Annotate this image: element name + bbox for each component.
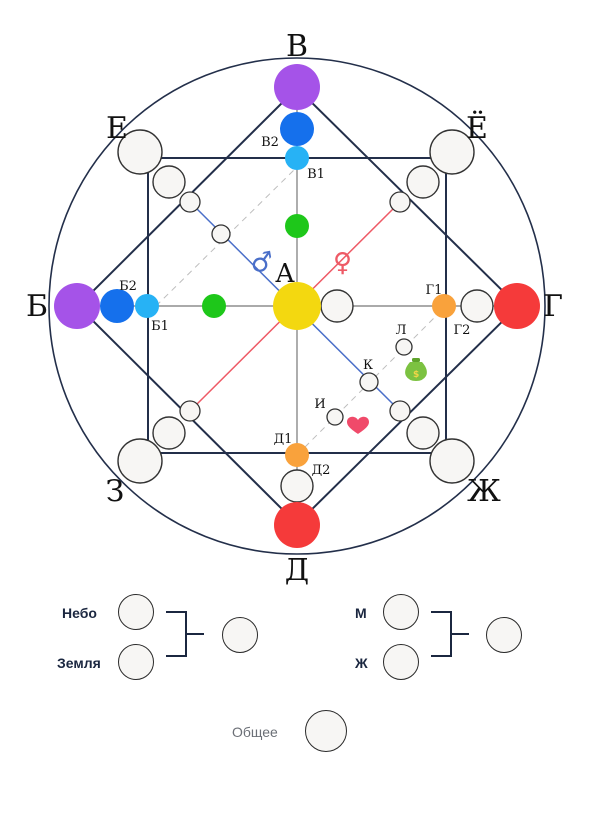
legend-f-circle <box>383 644 419 680</box>
label-yo: Ё <box>466 110 488 146</box>
circle-e <box>117 129 163 175</box>
label-b: Б <box>26 289 48 324</box>
point-v2-blue <box>280 112 314 146</box>
label-z: З <box>106 474 125 509</box>
male-symbol: ♂ <box>248 246 276 280</box>
point-left-green <box>202 294 226 318</box>
label-b1: Б1 <box>151 319 169 334</box>
circle-zh <box>429 438 475 484</box>
circle-right-of-center <box>320 289 354 323</box>
legend-bracket-right <box>431 611 469 657</box>
legend-sky-earth-result <box>222 617 258 653</box>
point-g1-orange <box>432 294 456 318</box>
point-b1-lightblue <box>135 294 159 318</box>
heart-icon <box>347 416 369 434</box>
label-g: Г <box>543 289 563 324</box>
legend-m-label: М <box>355 605 367 621</box>
label-d1: Д1 <box>274 432 293 447</box>
label-v2: В2 <box>261 135 279 150</box>
label-center: А <box>275 259 295 289</box>
circle-diag-bl <box>179 400 201 422</box>
circle-e-inner <box>152 165 186 199</box>
money-bag-icon: $ <box>405 358 427 381</box>
label-i: И <box>314 397 325 412</box>
point-center-yellow <box>273 282 321 330</box>
legend-f-label: Ж <box>355 655 368 671</box>
total-label: Общее <box>232 724 278 740</box>
circle-z-inner <box>152 416 186 450</box>
legend-bracket-left <box>166 611 204 657</box>
svg-text:$: $ <box>413 370 419 380</box>
circle-yo-inner <box>406 165 440 199</box>
circle-z <box>117 438 163 484</box>
label-d: Д <box>285 553 309 588</box>
legend-m-circle <box>383 594 419 630</box>
label-zh: Ж <box>467 474 501 509</box>
label-v1: В1 <box>307 167 325 182</box>
label-g2: Г2 <box>454 323 471 338</box>
point-top-green <box>285 214 309 238</box>
point-d-red <box>274 502 320 548</box>
circle-i <box>326 408 344 426</box>
point-d1-orange <box>285 443 309 467</box>
label-e: Е <box>106 111 128 146</box>
label-k: К <box>363 358 373 373</box>
point-v1-lightblue <box>285 146 309 170</box>
circle-diag-tr <box>389 191 411 213</box>
circle-g2-outline <box>460 289 494 323</box>
point-b-purple <box>54 283 100 329</box>
legend-earth-circle <box>118 644 154 680</box>
outer-circle <box>48 57 546 555</box>
legend-sky-circle <box>118 594 154 630</box>
label-g1: Г1 <box>426 283 443 298</box>
circle-zh-inner <box>406 416 440 450</box>
circle-male-mid <box>211 224 231 244</box>
circle-l <box>395 338 413 356</box>
label-v: В <box>286 29 308 64</box>
total-circle <box>305 710 347 752</box>
legend-m-f-result <box>486 617 522 653</box>
point-g-red <box>494 283 540 329</box>
circle-yo <box>429 129 475 175</box>
legend-earth-label: Земля <box>57 655 101 671</box>
circle-k <box>359 372 379 392</box>
female-symbol: ♀ <box>333 248 352 278</box>
circle-d2-outline <box>280 469 314 503</box>
point-v-purple <box>274 64 320 110</box>
circle-diag-br <box>389 400 411 422</box>
label-l: Л <box>396 323 407 338</box>
legend-sky-label: Небо <box>62 605 97 621</box>
point-b2-blue <box>100 289 134 323</box>
label-d2: Д2 <box>312 463 331 478</box>
label-b2: Б2 <box>119 279 137 294</box>
circle-diag-tl <box>179 191 201 213</box>
